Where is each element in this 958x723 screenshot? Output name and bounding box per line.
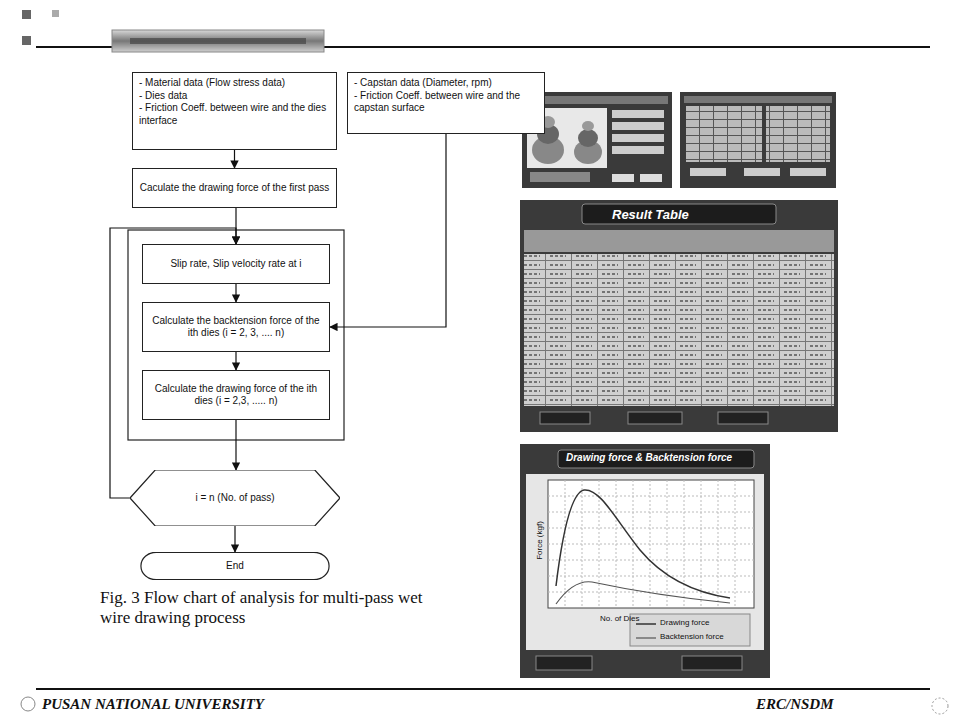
node-text: Calculate the drawing force of the ith d…: [149, 383, 323, 408]
flow-arrow: [234, 526, 235, 552]
flow-arrow: [234, 150, 235, 168]
process-box: Caculate the drawing force of the first …: [132, 168, 337, 208]
loop-frame: [128, 230, 344, 440]
logo: [932, 698, 948, 714]
window-title: Drawing force & Backtension force: [566, 452, 732, 463]
flow-arrow: [235, 352, 236, 370]
terminal-box: End: [140, 552, 330, 580]
screenshot-dies-table: [680, 92, 836, 188]
bullet: [22, 36, 31, 45]
node-text: - Friction Coeff. between wire and the c…: [354, 90, 538, 115]
axis-title: No. of Dies: [600, 614, 640, 623]
footer-rule: [36, 688, 930, 690]
bullet: [52, 10, 59, 17]
node-text: - Material data (Flow stress data): [139, 77, 330, 90]
window-title: Result Table: [612, 207, 689, 222]
process-box: Calculate the drawing force of the ith d…: [142, 370, 330, 420]
footer-text: PUSAN NATIONAL UNIVERSITY: [42, 696, 264, 713]
caption: Fig. 3 Flow chart of analysis for multi-…: [100, 588, 430, 629]
node-text: - Capstan data (Diameter, rpm): [354, 77, 538, 90]
node-text: - Friction Coeff. between wire and the d…: [139, 102, 330, 127]
process-box: Slip rate, Slip velocity rate at i: [142, 244, 330, 284]
bullet: [22, 10, 31, 19]
flow-arrow: [235, 420, 236, 470]
logo: [21, 697, 35, 711]
footer-text: ERC/NSDM: [756, 696, 834, 713]
title-banner: [112, 30, 324, 52]
flow-arrow: [330, 134, 446, 327]
node-text: End: [170, 560, 300, 573]
flow-arrow: [235, 284, 236, 302]
node-text: - Dies data: [139, 90, 330, 103]
screenshot-result-table: [520, 200, 838, 432]
legend-text: Drawing force: [660, 618, 709, 627]
node-text: Caculate the drawing force of the first …: [139, 182, 330, 195]
legend-text: Backtension force: [660, 632, 724, 641]
node-text: Slip rate, Slip velocity rate at i: [149, 258, 323, 271]
process-box: Calculate the backtension force of the i…: [142, 302, 330, 352]
axis-title: Force (kgf): [535, 521, 544, 560]
screenshot-force-chart: [520, 444, 770, 678]
node-text: i = n (No. of pass): [164, 492, 306, 505]
node-text: Calculate the backtension force of the i…: [149, 315, 323, 340]
legend-sample: [636, 637, 656, 638]
legend-sample: [636, 623, 656, 625]
process-box: - Material data (Flow stress data)- Dies…: [132, 72, 337, 150]
decision-diamond: i = n (No. of pass): [130, 470, 340, 526]
banner-blur: [130, 38, 306, 44]
process-box: - Capstan data (Diameter, rpm)- Friction…: [347, 72, 545, 134]
